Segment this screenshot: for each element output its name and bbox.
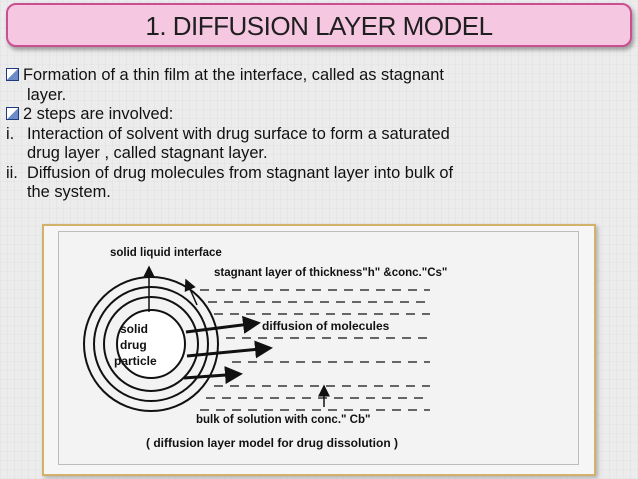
middle-layer-circle: [93, 286, 209, 402]
diffusion-arrow-upper: [185, 315, 261, 334]
particle-label-1: solid: [120, 322, 148, 336]
step-text: drug layer , called stagnant layer.: [27, 144, 268, 162]
diffusion-label: diffusion of molecules: [262, 319, 390, 333]
step-number: ii.: [6, 163, 18, 182]
step-text: the system.: [27, 183, 111, 201]
solution-dash-lines: [200, 289, 430, 411]
solid-drug-particle: [116, 309, 186, 379]
diffusion-arrow-lower: [183, 366, 243, 385]
checkbox-bullet-icon: [6, 68, 19, 81]
particle-label-3: particle: [114, 354, 157, 368]
checkbox-bullet-icon: [6, 107, 19, 120]
step-item: i. Interaction of solvent with drug surfa…: [6, 125, 626, 145]
step-continuation: drug layer , called stagnant layer.: [6, 144, 626, 164]
figure-caption: ( diffusion layer model for drug dissolu…: [146, 436, 398, 450]
bullet-text: Formation of a thin film at the interfac…: [23, 66, 444, 84]
stagnant-layer-label: stagnant layer of thickness"h" &conc."Cs…: [214, 267, 447, 279]
bullet-continuation: layer.: [6, 86, 626, 106]
stagnant-arrow: [184, 278, 198, 306]
bulk-label: bulk of solution with conc." Cb": [196, 414, 370, 426]
bullet-item: Formation of a thin film at the interfac…: [6, 66, 626, 86]
slide-title: 1. DIFFUSION LAYER MODEL: [145, 11, 493, 41]
step-item: ii. Diffusion of drug molecules from stag…: [6, 164, 626, 184]
bullet-item: 2 steps are involved:: [6, 105, 626, 125]
step-continuation: the system.: [6, 183, 626, 203]
bullet-text: 2 steps are involved:: [23, 105, 174, 123]
bullet-text: layer.: [27, 85, 67, 104]
title-banner: 1. DIFFUSION LAYER MODEL: [6, 3, 632, 47]
particle-label-2: drug: [120, 338, 147, 352]
step-number: i.: [6, 124, 15, 143]
inner-layer-circle: [103, 296, 199, 392]
step-text: Interaction of solvent with drug surface…: [27, 124, 450, 143]
diffusion-arrow-middle: [186, 340, 273, 359]
step-text: Diffusion of drug molecules from stagnan…: [27, 163, 454, 182]
interface-label: solid liquid interface: [110, 247, 222, 259]
slide-body: Formation of a thin film at the interfac…: [6, 66, 626, 203]
